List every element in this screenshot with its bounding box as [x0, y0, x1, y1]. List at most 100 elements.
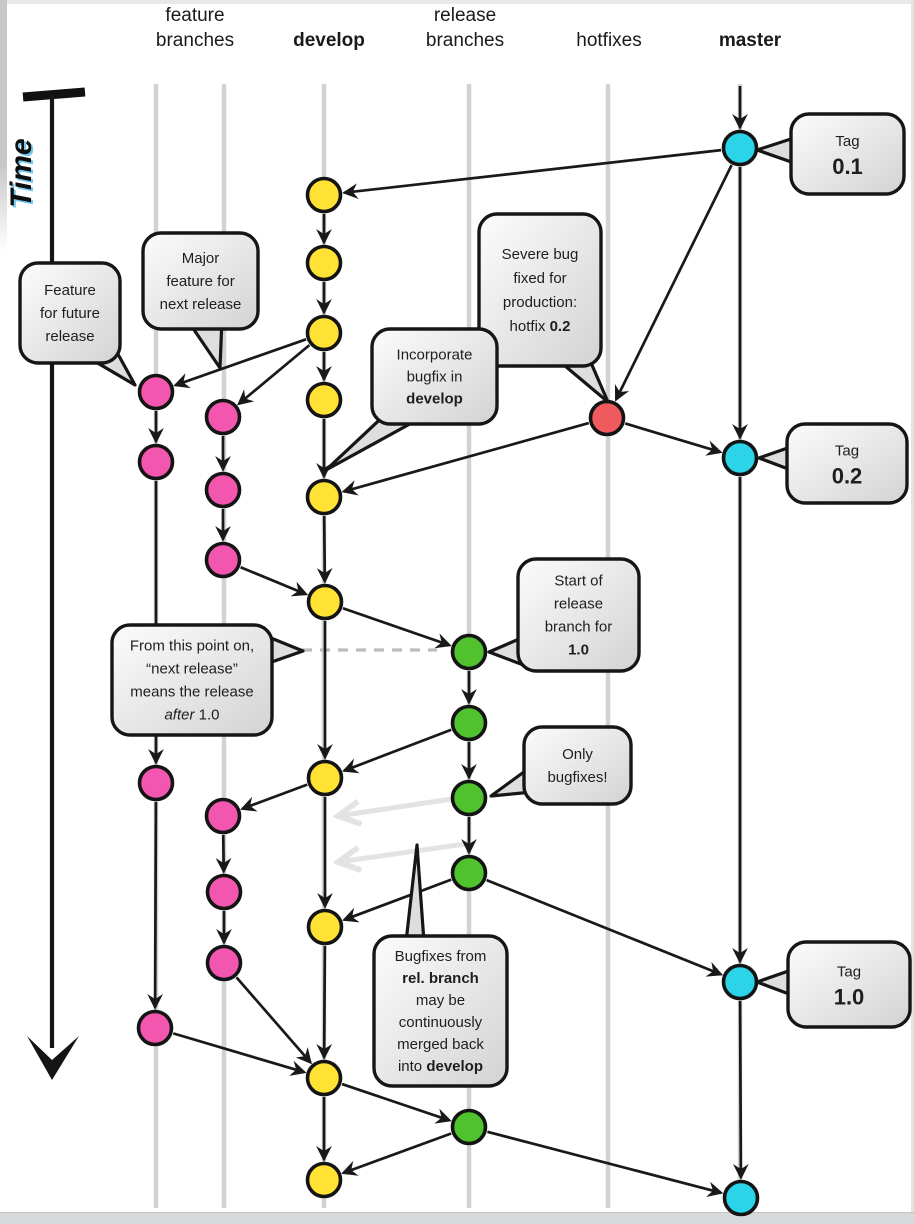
- commit-d4: [305, 381, 343, 419]
- commit-m1: [721, 129, 759, 167]
- commit-r1: [450, 633, 488, 671]
- edge-r5-to-m4: [487, 1130, 724, 1198]
- commit-f2b: [204, 471, 242, 509]
- callout-start-of-release-branch-line-0: Start of: [554, 573, 603, 590]
- column-header-release-branches: release branches: [426, 3, 504, 53]
- commit-d9: [305, 1059, 343, 1097]
- callout-tag-0-1-value: 0.1: [832, 154, 863, 179]
- callout-severe-bug-hotfix-line-3: hotfix 0.2: [510, 318, 571, 335]
- callout-tag-0-1-label: Tag: [835, 133, 859, 150]
- commit-f2a: [204, 398, 242, 436]
- callout-feature-for-future-release-line-1: for future: [40, 305, 100, 322]
- callout-tag-0-1-box: [789, 112, 906, 196]
- callout-bugfixes-from-rel-branch-box: [372, 934, 509, 1088]
- callout-tag-1-0-label: Tag: [837, 964, 861, 981]
- callout-from-this-point-on-line-3: after 1.0: [164, 707, 219, 724]
- callout-from-this-point-on: From this point on, “next release” means t…: [110, 623, 305, 737]
- callout-start-of-release-branch-box: [516, 557, 641, 673]
- edge-m1-to-h1: [614, 164, 733, 402]
- commit-f1a: [137, 373, 175, 411]
- edge-h1-to-m2: [624, 422, 723, 456]
- edge-m1-to-d1: [342, 148, 722, 200]
- commit-f2c: [204, 541, 242, 579]
- callout-from-this-point-on-line-0: From this point on,: [130, 638, 254, 655]
- page-edge-right: [911, 0, 914, 1212]
- callout-from-this-point-on-line-2: means the release: [130, 684, 253, 701]
- time-axis-arrow: [22, 87, 86, 1080]
- callout-tag-1-0-box: [786, 940, 912, 1029]
- callout-bugfixes-from-rel-branch-line-5: into develop: [398, 1058, 483, 1075]
- commit-m3: [721, 963, 759, 1001]
- callout-start-of-release-branch-line-1: release: [554, 596, 603, 613]
- column-header-feature-line1: feature: [165, 5, 225, 26]
- commit-d10: [305, 1161, 343, 1199]
- edge-f1c-to-f1d: [147, 801, 164, 1010]
- column-header-master-label: master: [718, 30, 782, 51]
- callout-from-this-point-on-box: [110, 623, 274, 737]
- commit-r2: [450, 704, 488, 742]
- commit-r4: [450, 854, 488, 892]
- commit-h1: [588, 399, 626, 437]
- edge-d3-to-f2a: [237, 344, 311, 406]
- commit-d2: [305, 244, 343, 282]
- callout-severe-bug-hotfix-line-1: fixed for: [513, 270, 566, 287]
- callout-bugfixes-from-rel-branch-line-1: rel. branch: [402, 970, 479, 987]
- callout-bugfixes-from-rel-branch-line-0: Bugfixes from: [395, 948, 487, 965]
- callout-feature-for-future-release-line-0: Feature: [44, 282, 96, 299]
- callout-severe-bug-hotfix-line-2: production:: [503, 294, 577, 311]
- edge-d5-to-d6: [316, 515, 333, 584]
- callout-start-of-release-branch-line-2: branch for: [545, 619, 613, 636]
- commit-m4: [722, 1179, 760, 1217]
- callout-only-bugfixes: Only bugfixes!: [489, 725, 633, 806]
- edge-r5-to-d10: [341, 1132, 452, 1176]
- commit-d5: [305, 478, 343, 516]
- column-header-feature-branches: feature branches: [156, 3, 234, 53]
- edge-f2c-to-d6: [240, 565, 309, 597]
- callout-major-feature-next-release-box: [141, 231, 260, 331]
- callout-severe-bug-hotfix-box: [477, 212, 603, 368]
- column-header-master: master: [719, 3, 781, 53]
- edge-r4-to-d8: [342, 878, 452, 923]
- callout-tag-0-2-value: 0.2: [832, 464, 863, 489]
- callout-major-feature-next-release-line-2: next release: [160, 296, 242, 313]
- callout-bugfixes-from-rel-branch-line-4: merged back: [397, 1036, 484, 1053]
- edge-faded-0: [338, 793, 473, 816]
- column-header-release-line1: release: [433, 5, 497, 26]
- callout-tag-1-0: Tag 1.0: [755, 940, 912, 1029]
- commit-f2e: [205, 873, 243, 911]
- page-edge-bottom: [0, 1212, 914, 1224]
- edge-m3-to-m4: [732, 1000, 749, 1180]
- edge-d7-to-f2d: [240, 783, 308, 812]
- edge-d6-to-r1: [342, 606, 452, 649]
- column-header-develop-label: develop: [293, 30, 365, 51]
- callout-tag-0-2-label: Tag: [835, 443, 859, 460]
- callout-feature-for-future-release-box: [18, 261, 122, 365]
- edge-r2-to-d7: [342, 728, 452, 774]
- commit-d3: [305, 314, 343, 352]
- callout-severe-bug-hotfix: Severe bug fixed for production: hotfix 0.2: [477, 212, 610, 404]
- callout-only-bugfixes-line-1: bugfixes!: [547, 769, 607, 786]
- callout-tag-0-2-box: [785, 422, 909, 505]
- callout-from-this-point-on-line-1: “next release”: [146, 661, 238, 678]
- callout-tag-0-2: Tag 0.2: [757, 422, 909, 505]
- commit-f2d: [204, 797, 242, 835]
- edge-r4-to-m3: [486, 878, 724, 977]
- commit-f1d: [136, 1009, 174, 1047]
- commit-f1b: [137, 443, 175, 481]
- callout-severe-bug-hotfix-line-0: Severe bug: [502, 246, 579, 263]
- commit-f1c: [137, 764, 175, 802]
- callout-only-bugfixes-line-0: Only: [562, 746, 593, 763]
- column-header-develop: develop: [293, 3, 365, 53]
- edge-d8-to-d9: [316, 945, 333, 1060]
- commit-d8: [306, 908, 344, 946]
- callout-incorporate-bugfix-box: [370, 327, 499, 426]
- callout-tag-1-0-value: 1.0: [834, 985, 865, 1010]
- commit-f2f: [205, 944, 243, 982]
- page-edge-left: [0, 0, 7, 252]
- callout-bugfixes-from-rel-branch-line-3: continuously: [399, 1014, 483, 1031]
